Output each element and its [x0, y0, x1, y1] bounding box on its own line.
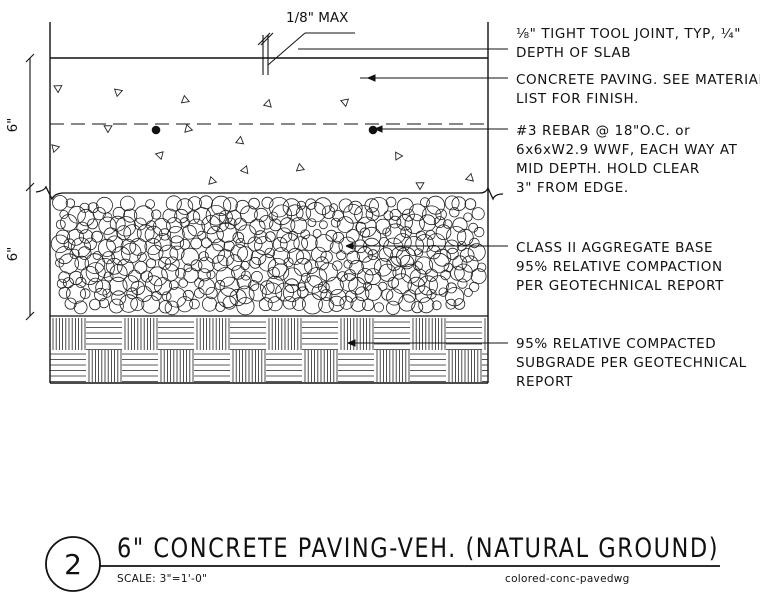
- callout-subgrade-line-3: REPORT: [516, 374, 573, 390]
- file-name-label: colored-conc-pavedwg: [505, 573, 630, 585]
- callout-concrete-line-1: CONCRETE PAVING. SEE MATERIAL: [516, 72, 760, 88]
- dimension-lines: [25, 53, 35, 321]
- callout-subgrade-line-2: SUBGRADE PER GEOTECHNICAL: [516, 355, 747, 371]
- callout-leaders: [298, 48, 508, 347]
- title-block: 2 6" CONCRETE PAVING-VEH. (NATURAL GROUN…: [45, 533, 720, 592]
- callout-base-line-1: CLASS II AGGREGATE BASE: [516, 240, 713, 256]
- callout-rebar-line-3: MID DEPTH. HOLD CLEAR: [516, 161, 700, 177]
- joint-width-label: 1/8" MAX: [286, 10, 348, 26]
- slab-break-line: [35, 185, 504, 317]
- scale-label: SCALE: 3"=1'-0": [117, 573, 207, 585]
- detail-title: 6" CONCRETE PAVING-VEH. (NATURAL GROUND): [117, 533, 719, 564]
- slab-thickness-dimension: 6": [5, 118, 21, 133]
- callout-base: CLASS II AGGREGATE BASE 95% RELATIVE COM…: [516, 240, 724, 294]
- subgrade-hatch: [50, 318, 488, 382]
- detail-number: 2: [64, 548, 82, 581]
- callout-subgrade-line-1: 95% RELATIVE COMPACTED: [516, 336, 716, 352]
- callout-joint: ⅛" TIGHT TOOL JOINT, TYP, ¼" DEPTH OF SL…: [516, 26, 741, 61]
- callout-rebar: #3 REBAR @ 18"O.C. or 6x6xW2.9 WWF, EACH…: [516, 123, 738, 196]
- concrete-aggregate-hatch: [51, 85, 474, 191]
- joint-leader-line: [267, 32, 306, 66]
- callout-rebar-line-1: #3 REBAR @ 18"O.C. or: [516, 123, 690, 139]
- base-thickness-dimension: 6": [5, 247, 21, 262]
- callout-concrete-line-2: LIST FOR FINISH.: [516, 91, 639, 107]
- callout-base-line-3: PER GEOTECHNICAL REPORT: [516, 278, 724, 294]
- callout-concrete: CONCRETE PAVING. SEE MATERIAL LIST FOR F…: [516, 72, 760, 107]
- rebar-dot: [151, 125, 161, 135]
- callout-rebar-line-4: 3" FROM EDGE.: [516, 180, 629, 196]
- callout-subgrade: 95% RELATIVE COMPACTED SUBGRADE PER GEOT…: [516, 336, 747, 390]
- rebar-dot: [368, 125, 378, 135]
- detail-number-bubble: [45, 536, 101, 592]
- callout-rebar-line-2: 6x6xW2.9 WWF, EACH WAY AT: [516, 142, 738, 158]
- callout-joint-line-1: ⅛" TIGHT TOOL JOINT, TYP, ¼": [516, 26, 741, 42]
- callout-base-line-2: 95% RELATIVE COMPACTION: [516, 259, 723, 275]
- rebar-line: [50, 123, 488, 135]
- callout-joint-line-2: DEPTH OF SLAB: [516, 45, 631, 61]
- aggregate-base-hatch: [50, 195, 487, 316]
- concrete-slab: [49, 22, 489, 384]
- tool-joint: [257, 32, 274, 75]
